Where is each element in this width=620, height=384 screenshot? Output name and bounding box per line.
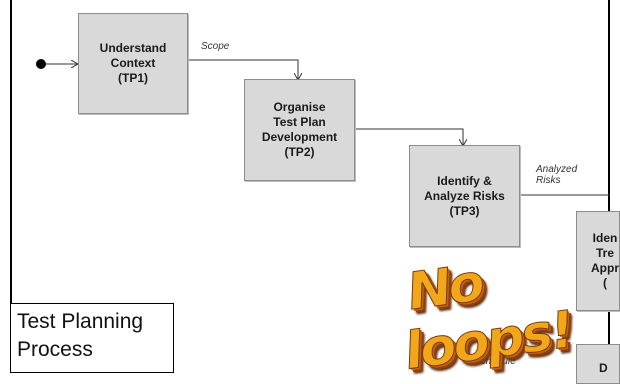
start-node xyxy=(36,59,46,69)
process-label-tp3: Identify & Analyze Risks (TP3) xyxy=(424,173,505,218)
tp2-to-tp3-arrow xyxy=(354,128,463,146)
frame-right-border xyxy=(608,0,610,367)
process-title-box: Test Planning Process xyxy=(10,303,174,373)
edge-label-scope: Scope xyxy=(201,41,230,52)
process-box-tp4-partial: Iden Tre Appr ( xyxy=(576,211,620,311)
process-label-tp1: Understand Context (TP1) xyxy=(99,41,167,85)
process-box-tp1: Understand Context (TP1) xyxy=(78,13,188,114)
connector-lines xyxy=(36,59,610,196)
process-label-tp2: Organise Test Plan Development (TP2) xyxy=(261,100,338,159)
edge-label-analyzed-risks: Analyzed Risks xyxy=(536,164,578,186)
process-box-tp2: Organise Test Plan Development (TP2) xyxy=(244,79,355,181)
edge-label-schedule: Schedule xyxy=(474,356,516,367)
process-label-tp5-partial: D xyxy=(599,361,608,375)
process-box-tp3: Identify & Analyze Risks (TP3) xyxy=(409,145,520,247)
scope-arrow xyxy=(188,59,298,80)
frame-left-border xyxy=(10,0,12,367)
process-label-tp4-partial: Iden Tre Appr ( xyxy=(591,231,619,290)
